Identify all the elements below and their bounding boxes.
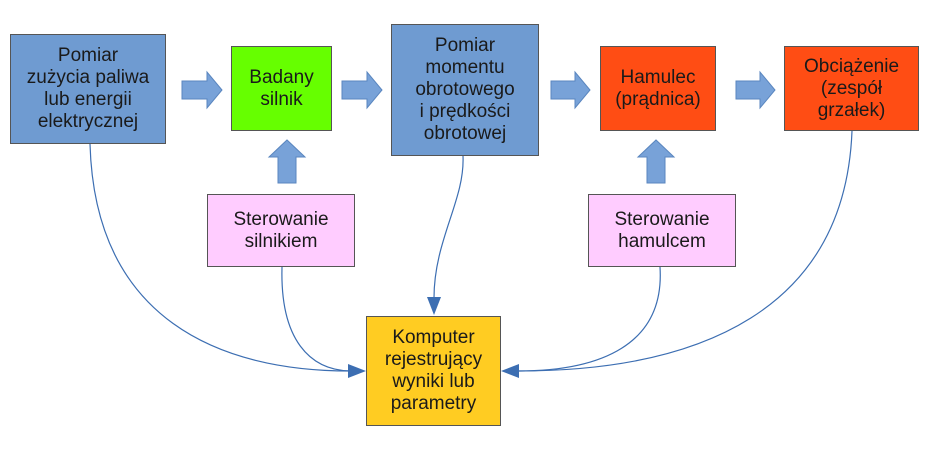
node-label: Badany silnik	[249, 66, 314, 110]
block-arrow-sterowanie-to-silnik	[267, 139, 307, 184]
node-label: Hamulec (prądnica)	[615, 66, 701, 110]
connector-sterowanie-silnikiem-to-komputer	[281, 266, 351, 372]
arrowhead-right-to-komputer	[501, 364, 519, 378]
block-arrow-paliwo-to-silnik	[181, 70, 223, 110]
connector-obciazenie-to-komputer	[517, 130, 853, 372]
node-pomiar-momentu: Pomiar momentu obrotowego i prędkości ob…	[391, 24, 539, 156]
node-label: Pomiar momentu obrotowego i prędkości ob…	[415, 35, 515, 144]
connector-moment-to-komputer	[433, 155, 464, 299]
node-komputer: Komputer rejestrujący wyniki lub paramet…	[366, 316, 501, 426]
node-label: Sterowanie silnikiem	[233, 208, 329, 252]
node-sterowanie-silnikiem: Sterowanie silnikiem	[207, 194, 355, 267]
node-sterowanie-hamulcem: Sterowanie hamulcem	[588, 194, 736, 267]
node-hamulec: Hamulec (prądnica)	[600, 46, 716, 131]
arrowhead-moment-to-komputer	[427, 297, 441, 315]
node-label: Sterowanie hamulcem	[614, 208, 710, 252]
block-arrow-silnik-to-moment	[341, 70, 383, 110]
arrowhead-paliwo-to-komputer	[348, 364, 366, 378]
block-arrow-hamulec-to-obciazenie	[735, 70, 776, 110]
connector-paliwo-to-komputer	[89, 143, 351, 372]
node-label: Pomiar zużycia paliwa lub energii elektr…	[26, 45, 150, 132]
node-badany-silnik: Badany silnik	[231, 46, 332, 131]
block-arrow-sterowanie-to-hamulec	[636, 139, 676, 184]
node-obciazenie: Obciążenie (zespół grzałek)	[784, 46, 919, 131]
connector-sterowanie-hamulcem-to-komputer	[517, 266, 661, 372]
node-pomiar-paliwa: Pomiar zużycia paliwa lub energii elektr…	[10, 34, 166, 144]
node-label: Komputer rejestrujący wyniki lub paramet…	[384, 327, 483, 414]
node-label: Obciążenie (zespół grzałek)	[803, 55, 900, 121]
block-arrow-moment-to-hamulec	[550, 70, 591, 110]
